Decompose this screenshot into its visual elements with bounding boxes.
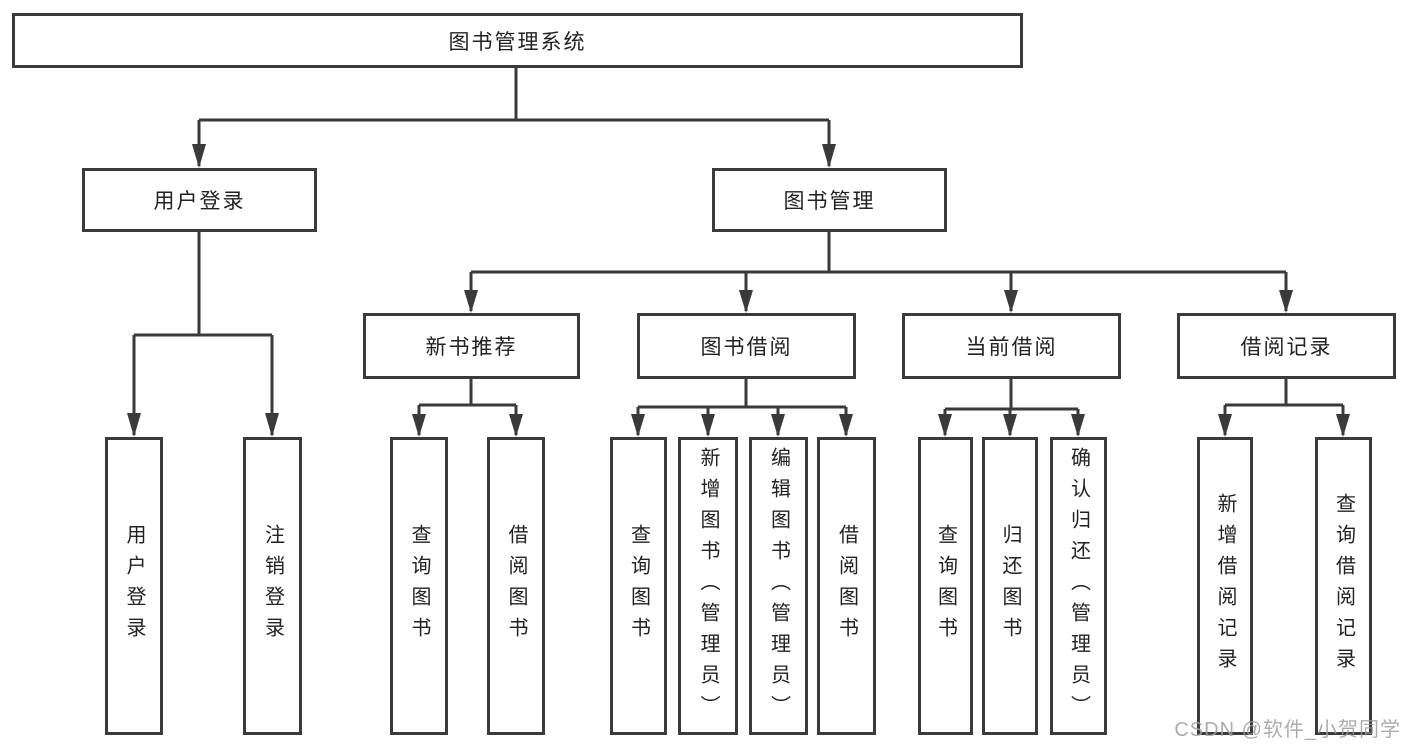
node-book-management: 图书管理 (712, 168, 947, 232)
node-book-management-label: 图书管理 (783, 190, 876, 213)
leaf-return-book: 归还图书 (982, 437, 1038, 735)
arrowhead (839, 414, 853, 437)
leaf-query-borrow-record-label: 查询借阅记录 (1332, 493, 1355, 679)
leaf-query-books-newrec: 查询图书 (390, 437, 448, 735)
arrowhead (1279, 290, 1293, 313)
arrowhead (1003, 414, 1017, 437)
leaf-user-login-label: 用户登录 (123, 524, 145, 648)
leaf-borrow-books-newrec: 借阅图书 (487, 437, 545, 735)
edge-newbook-to-leaves (417, 379, 518, 435)
leaf-query-books-borrowing: 查询图书 (610, 437, 667, 735)
node-root: 图书管理系统 (12, 13, 1023, 68)
leaf-query-borrow-record: 查询借阅记录 (1315, 437, 1372, 735)
node-current-borrowing-label: 当前借阅 (965, 336, 1058, 359)
leaf-borrow-books-borrowing-label: 借阅图书 (835, 524, 858, 648)
edge-borrowing-to-leaves (636, 379, 848, 435)
arrowhead (265, 413, 279, 437)
leaf-query-books-current-label: 查询图书 (934, 524, 957, 648)
arrowhead (1218, 414, 1232, 437)
arrowhead (412, 414, 426, 437)
leaf-query-books-borrowing-label: 查询图书 (627, 524, 650, 648)
arrowhead (701, 414, 715, 437)
node-book-borrowing: 图书借阅 (637, 313, 856, 379)
arrowhead (509, 414, 523, 437)
leaf-add-borrow-record-label: 新增借阅记录 (1214, 493, 1236, 679)
leaf-confirm-return-admin-label: 确认归还（管理员） (1067, 446, 1090, 726)
node-user-login-label: 用户登录 (153, 190, 246, 213)
leaf-query-books-newrec-label: 查询图书 (408, 524, 430, 648)
node-root-label: 图书管理系统 (448, 30, 587, 54)
leaf-add-book-admin-label: 新增图书（管理员） (697, 446, 719, 726)
arrowhead (127, 413, 141, 437)
leaf-borrow-books-borrowing: 借阅图书 (817, 437, 876, 735)
leaf-logout: 注销登录 (243, 437, 302, 735)
arrowhead (771, 414, 785, 437)
arrowhead (1336, 414, 1350, 437)
leaf-logout-label: 注销登录 (261, 524, 284, 648)
node-book-borrowing-label: 图书借阅 (700, 336, 793, 359)
leaf-edit-book-admin: 编辑图书（管理员） (749, 437, 808, 735)
leaf-confirm-return-admin: 确认归还（管理员） (1050, 437, 1107, 735)
node-borrowing-records-label: 借阅记录 (1240, 336, 1333, 359)
arrowhead (464, 290, 478, 313)
arrowhead (822, 144, 836, 168)
leaf-add-borrow-record: 新增借阅记录 (1197, 437, 1253, 735)
node-new-book-recommendation: 新书推荐 (363, 313, 580, 379)
leaf-return-book-label: 归还图书 (999, 524, 1021, 648)
edge-bookmgmt-to-level3 (469, 232, 1288, 311)
edge-records-to-leaves (1223, 379, 1345, 435)
arrowhead (739, 290, 753, 313)
leaf-user-login: 用户登录 (105, 437, 163, 735)
leaf-borrow-books-newrec-label: 借阅图书 (505, 524, 527, 648)
arrowhead (1071, 414, 1085, 437)
node-user-login: 用户登录 (82, 168, 317, 232)
node-current-borrowing: 当前借阅 (902, 313, 1121, 379)
edge-userlogin-to-leaves (132, 232, 274, 435)
leaf-edit-book-admin-label: 编辑图书（管理员） (767, 446, 790, 726)
node-new-book-recommendation-label: 新书推荐 (425, 336, 518, 359)
node-borrowing-records: 借阅记录 (1177, 313, 1396, 379)
leaf-query-books-current: 查询图书 (918, 437, 973, 735)
arrowhead (192, 144, 206, 168)
leaf-add-book-admin: 新增图书（管理员） (678, 437, 738, 735)
edge-root-to-level2 (197, 68, 831, 166)
arrowhead (938, 414, 952, 437)
arrowhead (631, 414, 645, 437)
arrowhead (1004, 290, 1018, 313)
